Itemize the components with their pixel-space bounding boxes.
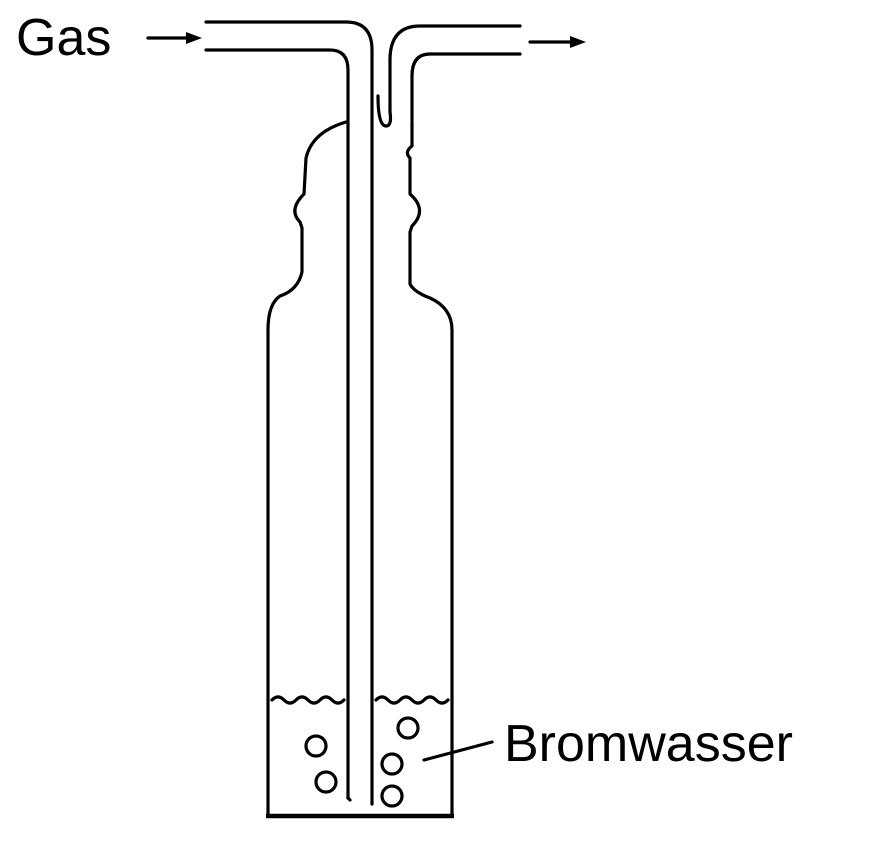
liquid-surface-left: [270, 695, 346, 705]
gas-bubble: [396, 716, 420, 740]
outlet-arrow: [528, 36, 586, 48]
inlet-tube-outer: [204, 20, 374, 806]
gas-bubble: [314, 770, 338, 794]
bottle-outline-right: [405, 120, 454, 818]
bromwasser-label: Bromwasser: [504, 715, 793, 773]
outlet-tube-inner: [410, 52, 522, 122]
inlet-tube-inner: [204, 48, 350, 800]
bromwasser-leader-line: [422, 740, 494, 762]
bottle-outline-left: [266, 120, 348, 818]
gas-bubble: [304, 734, 328, 758]
inlet-tube-end: [346, 796, 352, 802]
gas-bubble: [380, 784, 404, 808]
gas-bubble: [380, 752, 404, 776]
outlet-tube-tip: [376, 94, 393, 128]
outlet-tube-outer: [388, 24, 522, 114]
inlet-arrow: [146, 32, 202, 44]
gas-inlet-label: Gas: [16, 9, 112, 67]
liquid-surface-right: [374, 695, 450, 705]
